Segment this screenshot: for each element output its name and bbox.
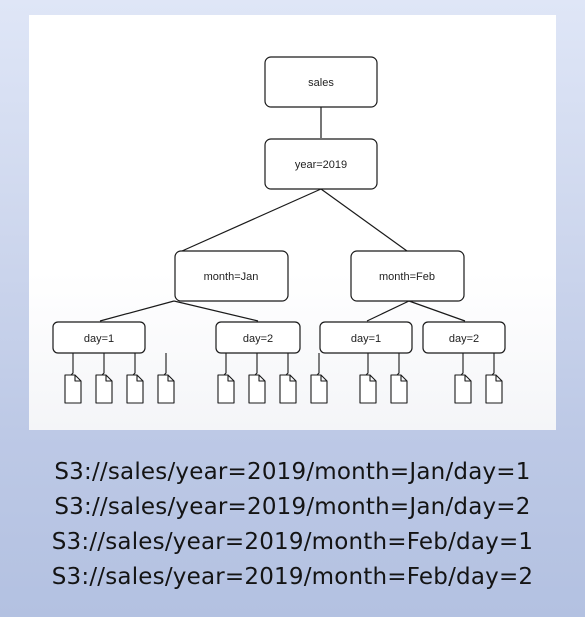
- node-jan-day2-label: day=2: [243, 333, 273, 345]
- s3-path-feb-day1: S3://sales/year=2019/month=Feb/day=1: [51, 529, 534, 555]
- file-icon: [390, 374, 408, 404]
- node-feb-day1: day=1: [319, 321, 413, 354]
- edge-year-month-jan: [181, 188, 322, 252]
- file-icon: [64, 374, 82, 404]
- node-month-jan: month=Jan: [174, 250, 289, 302]
- s3-path-feb-day2: S3://sales/year=2019/month=Feb/day=2: [51, 564, 534, 590]
- node-jan-day1: day=1: [52, 321, 146, 354]
- diagram-panel: sales year=2019 month=Jan month=Feb day=…: [29, 15, 556, 430]
- node-feb-day2: day=2: [422, 321, 506, 354]
- s3-path-jan-day1: S3://sales/year=2019/month=Jan/day=1: [54, 459, 531, 485]
- file-icon: [95, 374, 113, 404]
- node-month-feb: month=Feb: [350, 250, 465, 302]
- file-icons: [64, 353, 503, 404]
- node-feb-day2-label: day=2: [449, 333, 479, 345]
- s3-path-jan-day2: S3://sales/year=2019/month=Jan/day=2: [54, 494, 531, 520]
- file-icon: [359, 374, 377, 404]
- edge-month-feb-day2: [408, 300, 466, 322]
- node-month-jan-label: month=Jan: [204, 271, 259, 283]
- file-group-feb-day1: [359, 353, 408, 404]
- s3-path-list: S3://sales/year=2019/month=Jan/day=1 S3:…: [0, 455, 585, 595]
- file-group-feb-day2: [454, 353, 503, 404]
- node-month-feb-label: month=Feb: [379, 271, 435, 283]
- partition-tree-diagram: sales year=2019 month=Jan month=Feb day=…: [52, 56, 506, 404]
- node-jan-day1-label: day=1: [84, 333, 114, 345]
- file-icon: [126, 374, 144, 404]
- edge-year-month-feb: [320, 188, 408, 252]
- node-sales-label: sales: [308, 77, 334, 89]
- edge-month-feb-day1: [366, 300, 410, 322]
- node-jan-day2: day=2: [215, 321, 301, 354]
- file-group-jan-day2: [217, 353, 328, 404]
- node-year: year=2019: [264, 138, 378, 190]
- file-icon: [279, 374, 297, 404]
- file-icon: [454, 374, 472, 404]
- file-group-jan-day1: [64, 353, 175, 404]
- node-year-label: year=2019: [295, 159, 347, 171]
- file-icon: [217, 374, 235, 404]
- edge-month-jan-day1: [99, 300, 175, 322]
- file-icon: [248, 374, 266, 404]
- edge-month-jan-day2: [173, 300, 259, 322]
- file-icon: [310, 374, 328, 404]
- node-feb-day1-label: day=1: [351, 333, 381, 345]
- node-sales: sales: [264, 56, 378, 108]
- tree-nodes: sales year=2019 month=Jan month=Feb day=…: [52, 56, 506, 354]
- file-icon: [157, 374, 175, 404]
- tree-edges: [99, 107, 466, 322]
- file-icon: [485, 374, 503, 404]
